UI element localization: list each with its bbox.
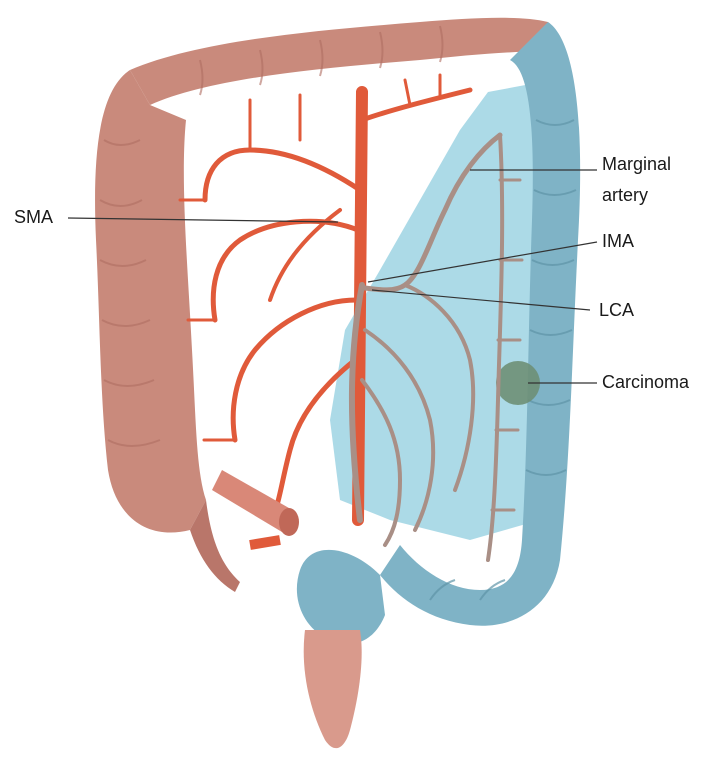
ascending-colon bbox=[95, 70, 206, 533]
sma-trunk-lower bbox=[250, 540, 280, 545]
ima-label: IMA bbox=[602, 230, 634, 252]
lca-label: LCA bbox=[599, 299, 634, 321]
marginal-artery-label-line1: Marginal bbox=[602, 153, 671, 175]
carcinoma-label: Carcinoma bbox=[602, 371, 689, 393]
sma-label: SMA bbox=[14, 206, 53, 228]
sigmoid-colon bbox=[297, 550, 385, 644]
marginal-artery-label-line2: artery bbox=[602, 184, 648, 206]
stump-end bbox=[279, 508, 299, 536]
rectum bbox=[304, 630, 362, 748]
